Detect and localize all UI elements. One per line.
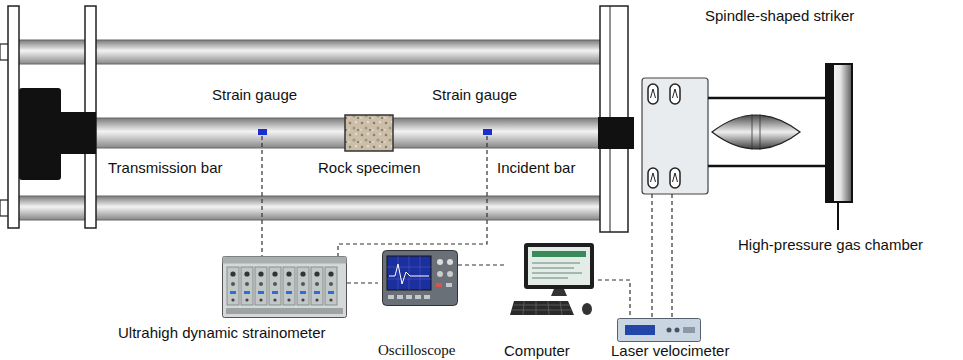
part-label: High-pressure gas chamber: [738, 236, 923, 253]
device-node: Oscilloscope: [378, 250, 458, 359]
device-node: Ultrahigh dynamic strainometer: [118, 256, 347, 341]
device-caption: Oscilloscope: [378, 342, 455, 359]
device-icon: [383, 251, 458, 306]
device-caption: Laser velocimeter: [611, 342, 729, 359]
part-label: Rock specimen: [318, 159, 421, 176]
device-picture: [222, 256, 347, 318]
label-anchor: Rock specimen: [318, 159, 421, 177]
part-label: Strain gauge: [432, 86, 517, 103]
signal-cable: [598, 280, 630, 318]
device-node: Laser velocimeter: [611, 318, 730, 359]
device-icon: [618, 319, 701, 342]
label-anchor: Transmission bar: [108, 159, 222, 177]
device-picture: [510, 243, 598, 319]
label-anchor: High-pressure gas chamber: [738, 236, 923, 254]
label-anchor: Incident bar: [497, 159, 575, 177]
device-icon: [223, 257, 347, 318]
part-label: Spindle-shaped striker: [705, 7, 854, 24]
part-label: Strain gauge: [212, 86, 297, 103]
device-caption: Computer: [504, 342, 570, 359]
device-picture: [382, 250, 458, 306]
label-anchor: Strain gauge: [212, 86, 297, 104]
part-label: Incident bar: [497, 159, 575, 176]
label-anchor: Spindle-shaped striker: [705, 7, 854, 25]
signal-cable: [458, 264, 504, 265]
device-icon: [510, 243, 594, 315]
label-anchor: Strain gauge: [432, 86, 517, 104]
device-caption: Ultrahigh dynamic strainometer: [118, 324, 326, 341]
signal-cable: [347, 282, 378, 283]
part-label: Transmission bar: [108, 159, 222, 176]
device-node: Computer: [504, 243, 598, 359]
device-picture: [617, 318, 701, 342]
